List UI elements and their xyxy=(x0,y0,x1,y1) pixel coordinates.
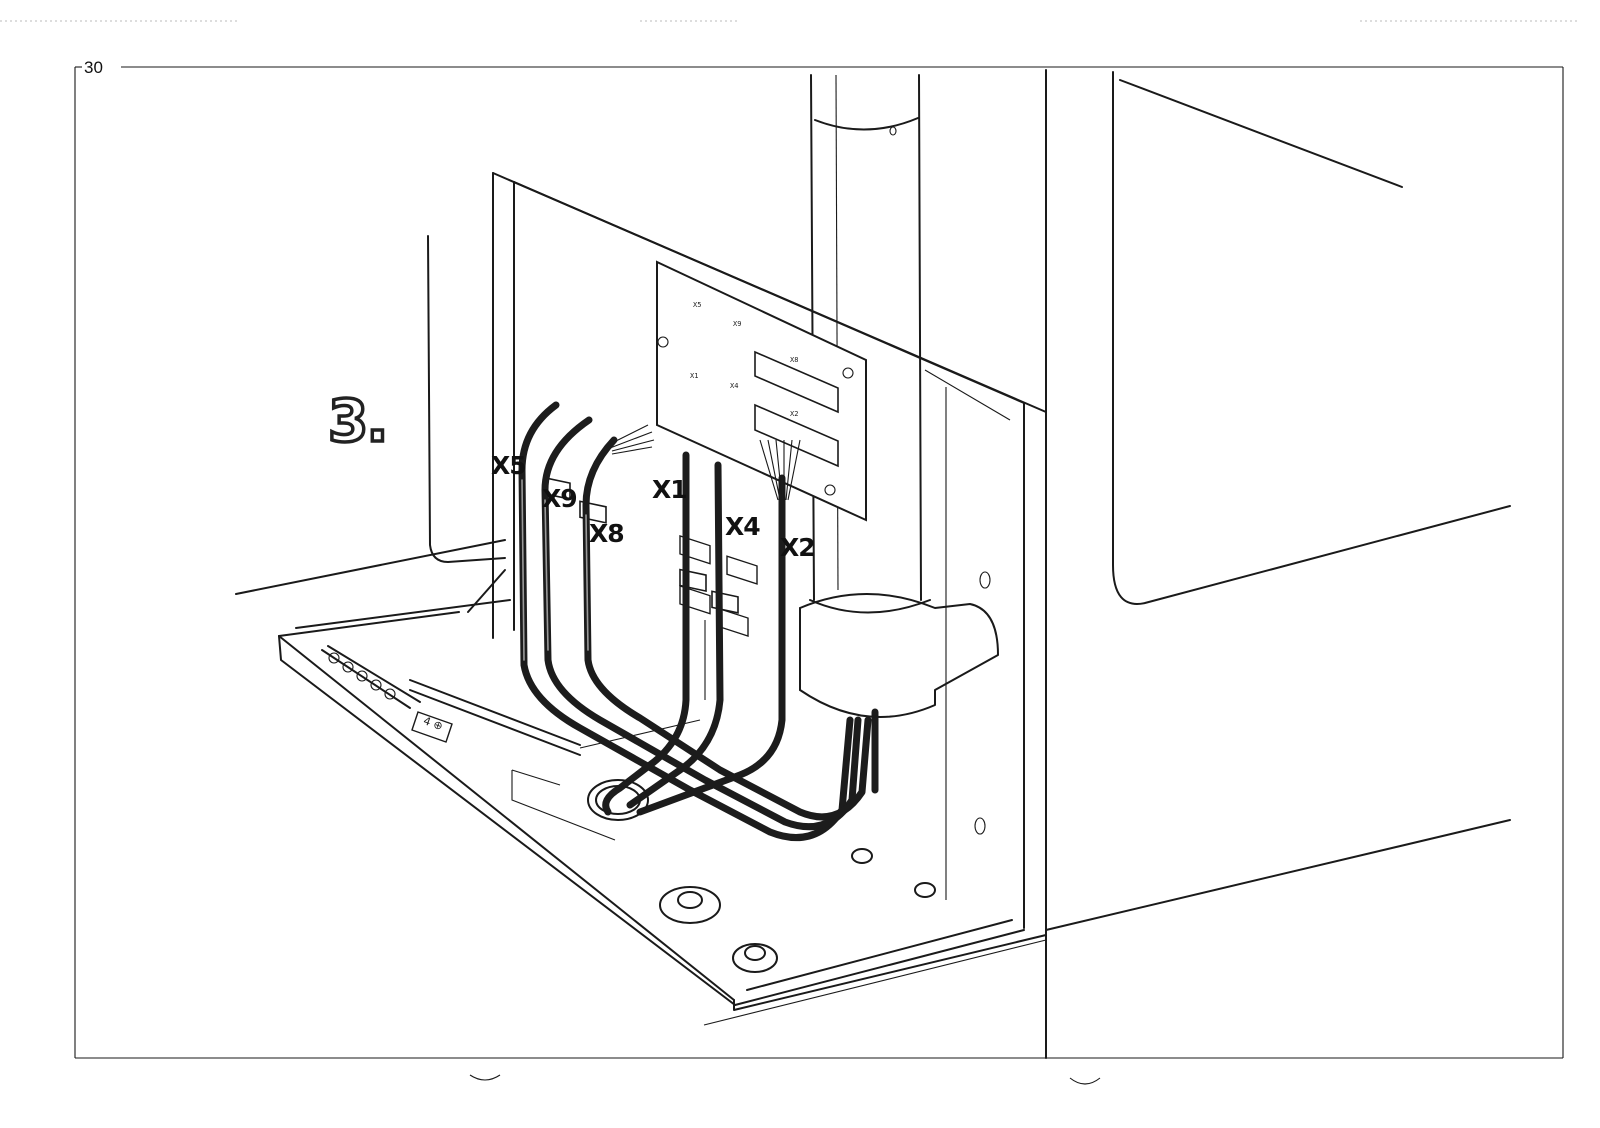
step-label: 3. xyxy=(328,387,386,455)
callout-x8: X8 xyxy=(589,519,624,548)
callout-x4: X4 xyxy=(725,512,760,541)
callout-x2: X2 xyxy=(780,533,815,562)
figure-number: 30 xyxy=(84,58,103,77)
pillar-clamp xyxy=(800,594,998,717)
board-label-x1: X1 xyxy=(690,372,698,380)
floor-bolts xyxy=(660,572,990,972)
floor-tray xyxy=(279,600,1046,1025)
board-label-x5: X5 xyxy=(693,301,701,309)
board-label-x8: X8 xyxy=(790,356,798,364)
board-label-x4: X4 xyxy=(730,382,738,390)
loose-plugs xyxy=(544,425,738,613)
board-label-x2: X2 xyxy=(790,410,798,418)
cabinet-right xyxy=(1046,70,1510,1058)
callout-x9: X9 xyxy=(542,484,577,513)
scan-smudge-left xyxy=(470,1075,500,1080)
callout-x5: X5 xyxy=(491,451,526,480)
figure-frame xyxy=(75,67,1563,1058)
callout-x1: X1 xyxy=(652,475,687,504)
scan-smudge-right xyxy=(1070,1078,1100,1084)
board-label-x9: X9 xyxy=(733,320,741,328)
tray-tag: 4 ⊕ xyxy=(412,712,452,742)
vertical-post xyxy=(811,75,921,600)
